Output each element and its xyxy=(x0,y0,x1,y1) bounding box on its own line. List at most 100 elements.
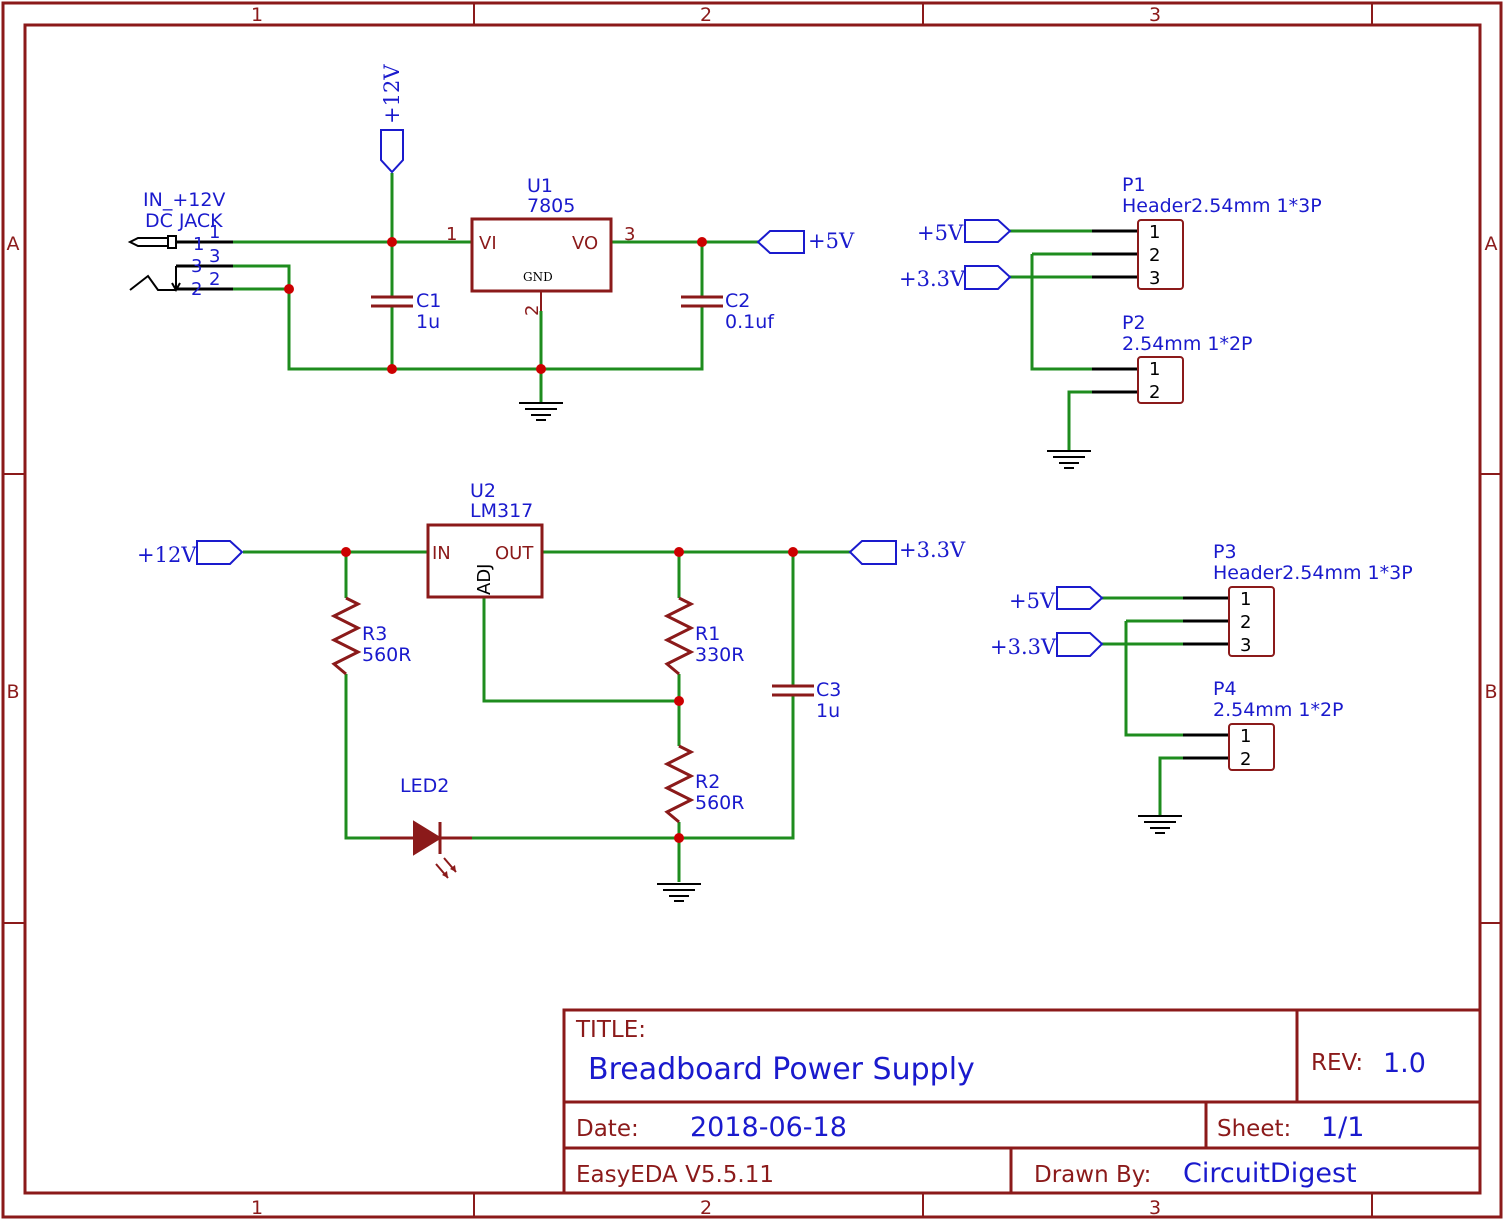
net-label-12v-top: +12V xyxy=(380,64,404,124)
wires-5v-regulator xyxy=(233,173,758,402)
r2-ref: R2 xyxy=(695,771,720,793)
ground-icon xyxy=(1047,450,1091,469)
u1-pin-gnd: GND xyxy=(523,270,553,284)
net-port-12v-left xyxy=(196,540,244,565)
title-label: TITLE: xyxy=(575,1017,646,1043)
revision-value: 1.0 xyxy=(1383,1048,1426,1079)
ground-icon xyxy=(1138,815,1182,834)
p1-header-body xyxy=(1137,219,1184,290)
tool-version: EasyEDA V5.5.11 xyxy=(576,1162,774,1188)
u1-ref: U1 xyxy=(527,175,553,197)
dc-jack-value: DC JACK xyxy=(145,210,223,232)
ground-icon xyxy=(657,883,701,902)
c2-capacitor xyxy=(681,295,723,308)
p3-pin-3: 3 xyxy=(1240,635,1251,656)
p4-pin-2: 2 xyxy=(1240,749,1251,770)
row-label-b-right: B xyxy=(1484,681,1497,703)
wires-headers-upper xyxy=(1010,229,1092,450)
wires-headers-lower xyxy=(1102,596,1183,815)
net-label-33v-p1: +3.3V xyxy=(899,267,966,291)
column-label-2-top: 2 xyxy=(700,4,712,26)
net-port-12v-top xyxy=(380,129,404,174)
u1-pin-vo: VO xyxy=(572,233,598,254)
u1-pin-vi: VI xyxy=(479,233,497,254)
sheet-label: Sheet: xyxy=(1217,1116,1291,1142)
u2-pin-adj: ADJ xyxy=(474,564,495,595)
dc-jack-ref: IN_+12V xyxy=(143,189,225,211)
p2-pin-2: 2 xyxy=(1149,382,1160,403)
sheet-value: 1/1 xyxy=(1321,1112,1364,1143)
drawn-by-label: Drawn By: xyxy=(1034,1162,1151,1188)
p3-header-body xyxy=(1228,586,1275,657)
dc-jack-pin-label: 2 xyxy=(191,279,202,300)
net-port-33v-p1 xyxy=(964,265,1012,290)
column-label-3-top: 3 xyxy=(1149,4,1161,26)
page-title: Breadboard Power Supply xyxy=(588,1052,975,1087)
p1-pin-3: 3 xyxy=(1149,268,1160,289)
net-port-5v-p3 xyxy=(1056,586,1104,610)
r3-value: 560R xyxy=(362,644,411,666)
u2-value: LM317 xyxy=(470,500,533,522)
p4-pins xyxy=(1183,733,1229,760)
p1-pin-1: 1 xyxy=(1149,222,1160,243)
p4-header-body xyxy=(1228,723,1275,771)
column-label-2-bottom: 2 xyxy=(700,1197,712,1219)
dc-jack-pin-number: 2 xyxy=(209,269,220,290)
u1-value: 7805 xyxy=(527,195,575,217)
p2-pin-1: 1 xyxy=(1149,359,1160,380)
u1-regulator-body xyxy=(470,217,613,311)
r1-ref: R1 xyxy=(695,623,720,645)
p2-pins xyxy=(1092,367,1138,394)
net-label-5v-p3: +5V xyxy=(1009,589,1056,613)
row-label-b-left: B xyxy=(6,681,19,703)
r1-value: 330R xyxy=(695,644,744,666)
column-label-1-top: 1 xyxy=(251,4,263,26)
net-port-5v-right xyxy=(756,230,805,254)
net-label-33v-right: +3.3V xyxy=(899,538,966,562)
p4-pin-1: 1 xyxy=(1240,726,1251,747)
u2-ref: U2 xyxy=(470,480,496,502)
r2-resistor xyxy=(663,744,695,824)
column-label-3-bottom: 3 xyxy=(1149,1197,1161,1219)
date-label: Date: xyxy=(576,1116,639,1142)
net-port-5v-p1 xyxy=(964,219,1012,243)
c2-value: 0.1uf xyxy=(725,311,775,333)
u1-pin-number-1: 1 xyxy=(446,224,457,245)
p1-value: Header2.54mm 1*3P xyxy=(1122,195,1322,217)
r1-resistor xyxy=(663,596,695,676)
led2-diode xyxy=(380,820,472,879)
junctions-upper xyxy=(284,237,707,374)
dc-jack-pin-label: 3 xyxy=(191,256,202,277)
junctions-lower xyxy=(341,547,798,843)
wires-33v-regulator xyxy=(243,550,850,882)
u2-pin-out: OUT xyxy=(495,543,534,564)
net-label-5v-right: +5V xyxy=(808,229,855,253)
column-label-1-bottom: 1 xyxy=(251,1197,263,1219)
dc-jack-pin-number: 1 xyxy=(209,222,220,243)
p1-ref: P1 xyxy=(1122,174,1146,196)
p3-pin-2: 2 xyxy=(1240,612,1251,633)
r2-value: 560R xyxy=(695,792,744,814)
revision-label: REV: xyxy=(1311,1050,1363,1076)
date-value: 2018-06-18 xyxy=(690,1112,847,1143)
p2-value: 2.54mm 1*2P xyxy=(1122,333,1253,355)
p4-ref: P4 xyxy=(1213,678,1237,700)
net-port-33v-right xyxy=(848,540,897,565)
drawn-by-value: CircuitDigest xyxy=(1183,1158,1357,1189)
p2-ref: P2 xyxy=(1122,312,1146,334)
p3-pins xyxy=(1183,596,1229,646)
net-label-12v-left: +12V xyxy=(137,543,197,567)
row-label-a-right: A xyxy=(1485,233,1498,255)
p4-value: 2.54mm 1*2P xyxy=(1213,699,1344,721)
p1-pin-2: 2 xyxy=(1149,245,1160,266)
u1-pin-number-3: 3 xyxy=(624,224,635,245)
dc-jack-pin-number: 3 xyxy=(209,246,220,267)
c1-capacitor xyxy=(371,295,413,308)
dc-jack-symbol xyxy=(127,235,233,293)
p1-pins xyxy=(1092,229,1138,279)
p2-header-body xyxy=(1137,356,1184,404)
net-label-5v-p1: +5V xyxy=(917,221,964,245)
title-block xyxy=(562,1008,1482,1195)
p3-ref: P3 xyxy=(1213,541,1237,563)
